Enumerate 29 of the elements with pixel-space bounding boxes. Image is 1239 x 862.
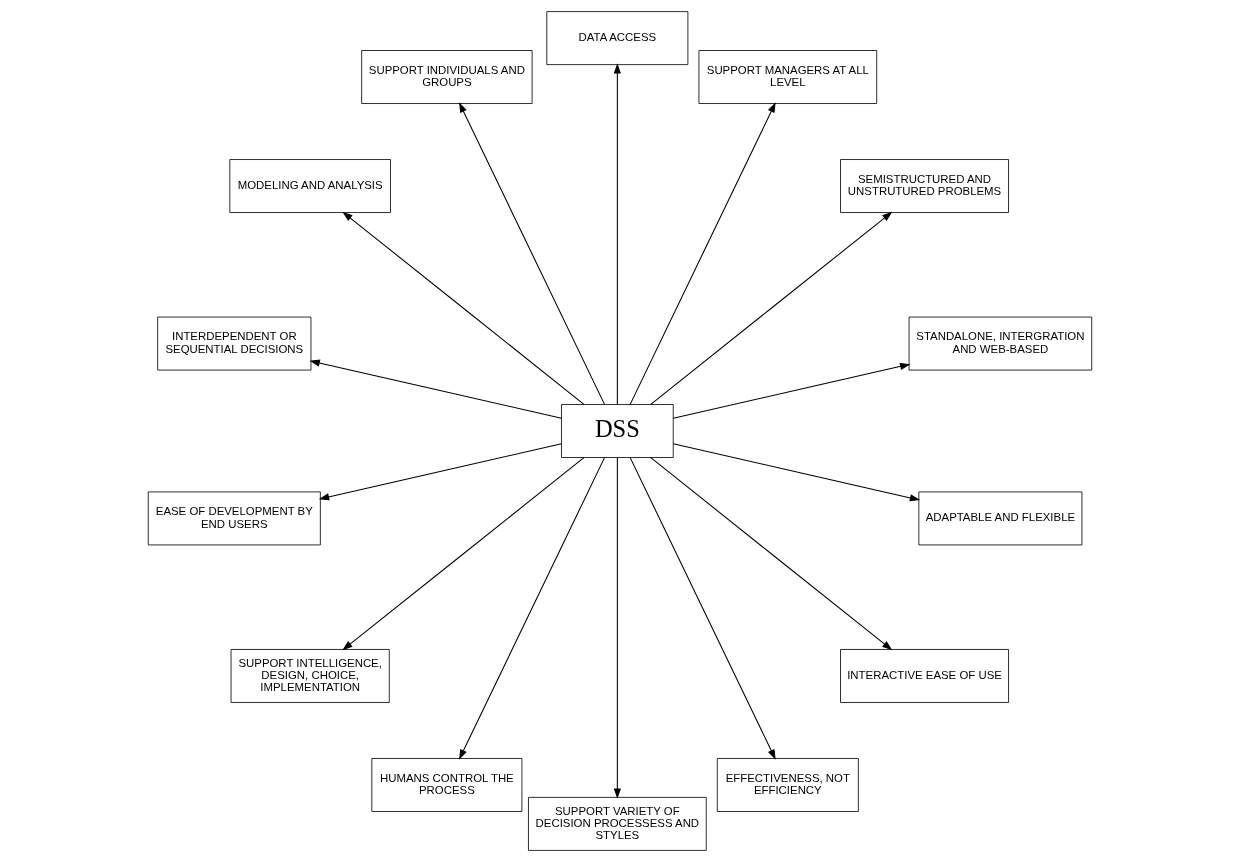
arrow: [309, 359, 562, 419]
node-box: DATA ACCESS: [545, 11, 688, 65]
node-box: SUPPORT MANAGERS AT ALL LEVEL: [698, 50, 877, 104]
arrow: [458, 102, 605, 405]
node-box: ADAPTABLE AND FLEXIBLE: [917, 491, 1082, 546]
node-box: INTERACTIVE EASE OF USE: [839, 649, 1009, 703]
node-box: INTERDEPENDENT OR SEQUENTIAL DECISIONS: [156, 316, 311, 371]
node-box: SUPPORT INTELLIGENCE, DESIGN, CHOICE, IMPLEMENTATION: [230, 649, 390, 703]
node-box: EASE OF DEVELOPMENT BY END USERS: [147, 491, 321, 546]
node-box: HUMANS CONTROL THE PROCESS: [370, 758, 522, 812]
arrow: [613, 63, 621, 405]
arrow: [629, 102, 776, 405]
node-box: STANDALONE, INTERGRATION AND WEB-BASED: [908, 316, 1092, 371]
node-box: EFFECTIVENESS, NOT EFFICIENCY: [716, 758, 859, 812]
arrow: [341, 211, 584, 405]
arrow: [649, 457, 892, 651]
node-box: SEMISTRUCTURED AND UNSTRUTURED PROBLEMS: [839, 159, 1009, 213]
arrow: [649, 211, 892, 405]
node-box: SUPPORT INDIVIDUALS AND GROUPS: [360, 50, 532, 104]
arrow: [672, 443, 920, 502]
arrow: [318, 443, 562, 501]
arrow: [629, 457, 776, 760]
arrow: [672, 362, 910, 419]
node-box: DSS: [560, 404, 674, 458]
arrow: [613, 457, 621, 799]
node-box: MODELING AND ANALYSIS: [228, 159, 391, 213]
node-box: SUPPORT VARIETY OF DECISION PROCESSESS AND STYLES: [527, 797, 707, 851]
arrow: [341, 457, 584, 651]
arrow: [458, 457, 605, 760]
